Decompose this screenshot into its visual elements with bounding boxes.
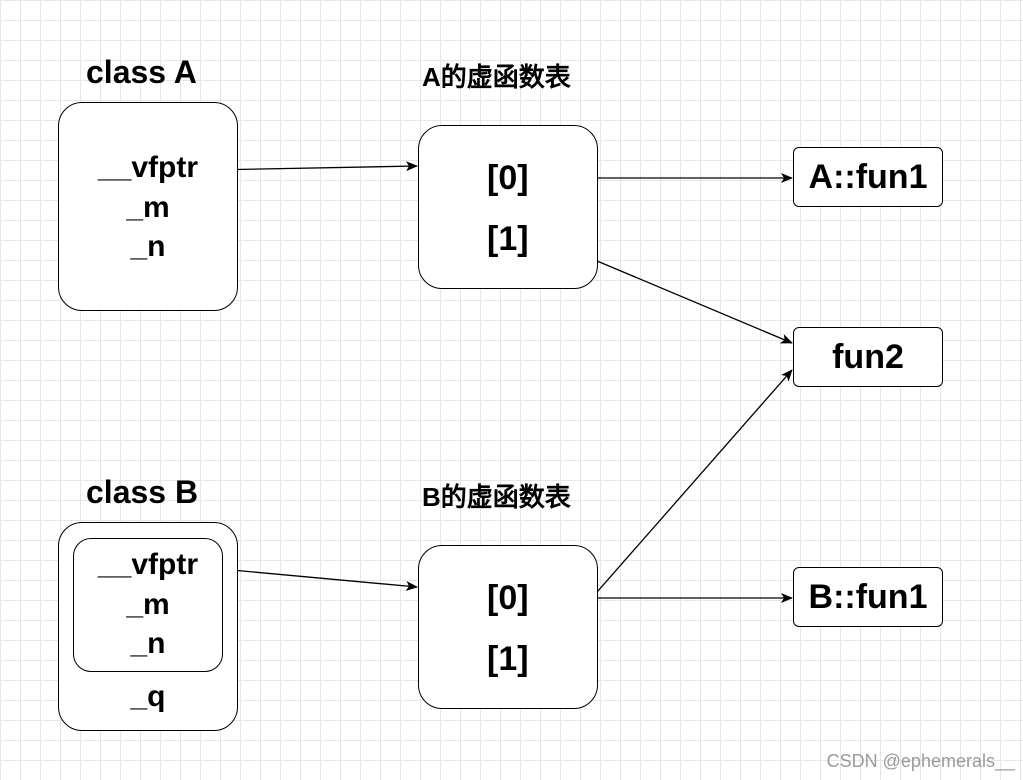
class-a-title: class A — [86, 54, 197, 90]
class-a-member-m: _m — [126, 191, 170, 224]
class-a-member-n: _n — [130, 230, 166, 263]
class-b-member-vfptr: __vfptr — [97, 548, 199, 581]
function-fun2-label: fun2 — [832, 337, 904, 376]
vtable-a-title: A的虚函数表 — [422, 62, 571, 92]
vtable-a-box — [418, 125, 598, 289]
function-b-fun1: B::fun1 — [793, 567, 943, 627]
vtable-a-slot-0: [0] — [487, 159, 529, 197]
arrow-b-vfptr-to-vtable-b — [209, 567, 418, 591]
function-b-fun1-label: B::fun1 — [808, 577, 928, 616]
class-b-title: class B — [86, 474, 199, 510]
class-a-member-vfptr: __vfptr — [97, 151, 199, 184]
class-a-box — [58, 102, 238, 311]
vtable-b-slot-1: [1] — [487, 640, 529, 678]
vtable-a-slot-1: [1] — [487, 220, 529, 258]
function-a-fun1: A::fun1 — [793, 147, 943, 207]
vtable-b-box — [418, 545, 598, 709]
function-fun2: fun2 — [793, 327, 943, 387]
class-b-member-q: _q — [130, 680, 166, 713]
vtable-b-title: B的虚函数表 — [422, 482, 571, 512]
watermark: CSDN @ephemerals__ — [826, 751, 1015, 771]
function-a-fun1-label: A::fun1 — [808, 157, 928, 196]
class-b-member-m: _m — [126, 588, 170, 621]
class-b-member-n: _n — [130, 627, 166, 660]
class-b-base-subobject-box — [73, 538, 223, 672]
arrow-a-vfptr-to-vtable-a — [209, 161, 418, 172]
vtable-b-slot-0: [0] — [487, 579, 529, 617]
